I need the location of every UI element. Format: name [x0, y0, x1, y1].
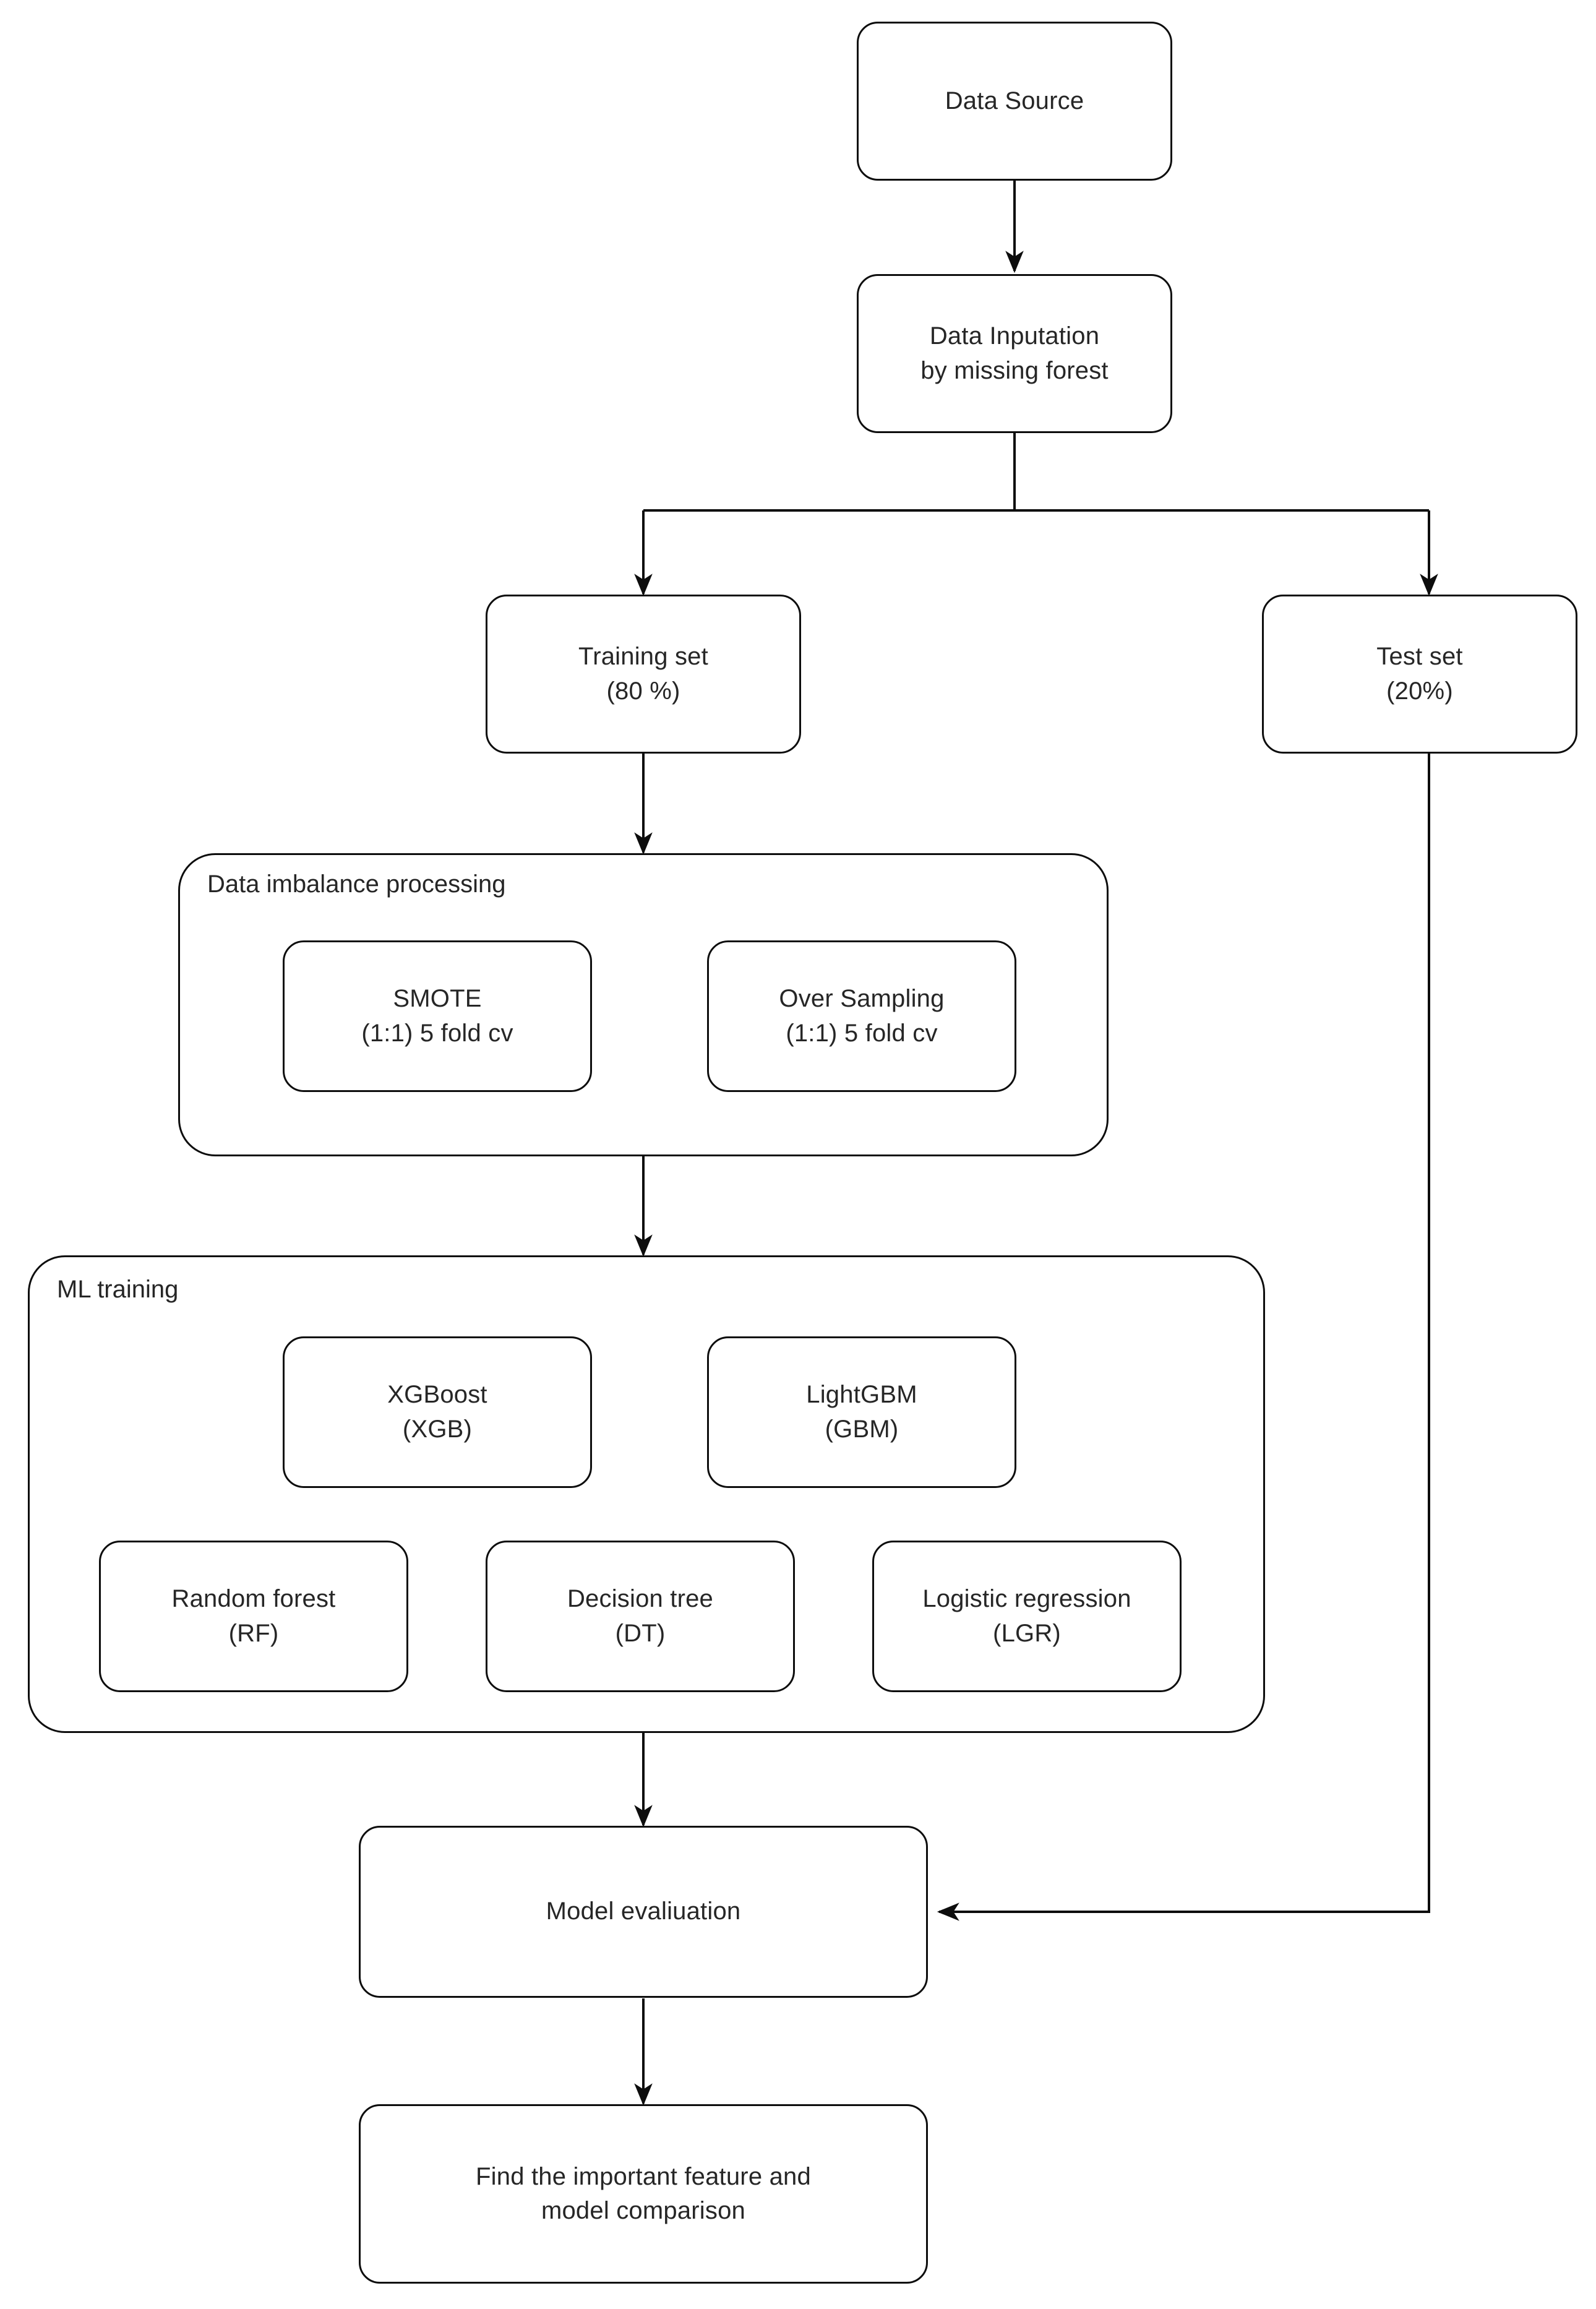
node-smote-label: SMOTE (1:1) 5 fold cv	[361, 985, 513, 1047]
node-smote[interactable]: SMOTE (1:1) 5 fold cv	[283, 940, 592, 1092]
group-data-imbalance-label: Data imbalance processing	[207, 871, 506, 898]
node-model-evaluation-label: Model evaliuation	[546, 1898, 741, 1925]
node-over-sampling-label: Over Sampling (1:1) 5 fold cv	[779, 985, 945, 1047]
node-training-set[interactable]: Training set (80 %)	[486, 595, 801, 754]
node-data-imputation[interactable]: Data Inputation by missing forest	[857, 274, 1172, 433]
node-decision-tree[interactable]: Decision tree (DT)	[486, 1541, 795, 1692]
node-data-imputation-label: Data Inputation by missing forest	[920, 322, 1109, 384]
node-final-output-label: Find the important feature and model com…	[476, 2162, 811, 2224]
node-random-forest-label: Random forest (RF)	[171, 1585, 336, 1647]
node-model-evaluation[interactable]: Model evaliuation	[359, 1826, 928, 1998]
node-random-forest[interactable]: Random forest (RF)	[99, 1541, 408, 1692]
node-final-output[interactable]: Find the important feature and model com…	[359, 2104, 928, 2284]
node-test-set-label: Test set (20%)	[1376, 643, 1463, 705]
node-lightgbm-label: LightGBM (GBM)	[806, 1381, 917, 1443]
node-test-set[interactable]: Test set (20%)	[1262, 595, 1577, 754]
node-data-source[interactable]: Data Source	[857, 22, 1172, 181]
node-data-source-label: Data Source	[945, 87, 1084, 114]
node-logistic-regression-label: Logistic regression (LGR)	[922, 1585, 1131, 1647]
group-ml-training-label: ML training	[57, 1276, 179, 1303]
node-over-sampling[interactable]: Over Sampling (1:1) 5 fold cv	[707, 940, 1016, 1092]
node-decision-tree-label: Decision tree (DT)	[567, 1585, 714, 1647]
node-logistic-regression[interactable]: Logistic regression (LGR)	[872, 1541, 1182, 1692]
node-xgboost[interactable]: XGBoost (XGB)	[283, 1336, 592, 1488]
node-xgboost-label: XGBoost (XGB)	[387, 1381, 487, 1443]
node-lightgbm[interactable]: LightGBM (GBM)	[707, 1336, 1016, 1488]
node-training-set-label: Training set (80 %)	[578, 643, 708, 705]
